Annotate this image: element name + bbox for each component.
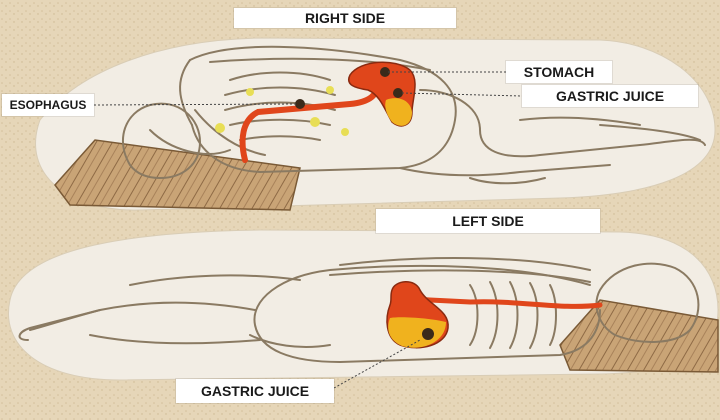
- bottom-body: [18, 257, 700, 363]
- bottom-gastric-juice: [388, 317, 446, 348]
- top-gastric-marker: [393, 88, 403, 98]
- top-esophagus-marker: [295, 99, 305, 109]
- top-gastric-juice: [385, 98, 412, 126]
- right-side-title: RIGHT SIDE: [234, 8, 456, 28]
- esophagus-label: ESOPHAGUS: [2, 94, 94, 116]
- top-stomach-marker: [380, 67, 390, 77]
- gastric-juice-label-bottom: GASTRIC JUICE: [176, 379, 334, 403]
- top-organ-spots: [215, 86, 349, 136]
- top-leader-lines: [93, 71, 523, 106]
- bottom-gastric-marker: [422, 328, 434, 340]
- left-side-title: LEFT SIDE: [376, 209, 600, 233]
- bottom-leader-line: [333, 339, 421, 389]
- top-body: [121, 45, 706, 185]
- stomach-label: STOMACH: [506, 61, 612, 83]
- gastric-juice-label-top: GASTRIC JUICE: [522, 85, 698, 107]
